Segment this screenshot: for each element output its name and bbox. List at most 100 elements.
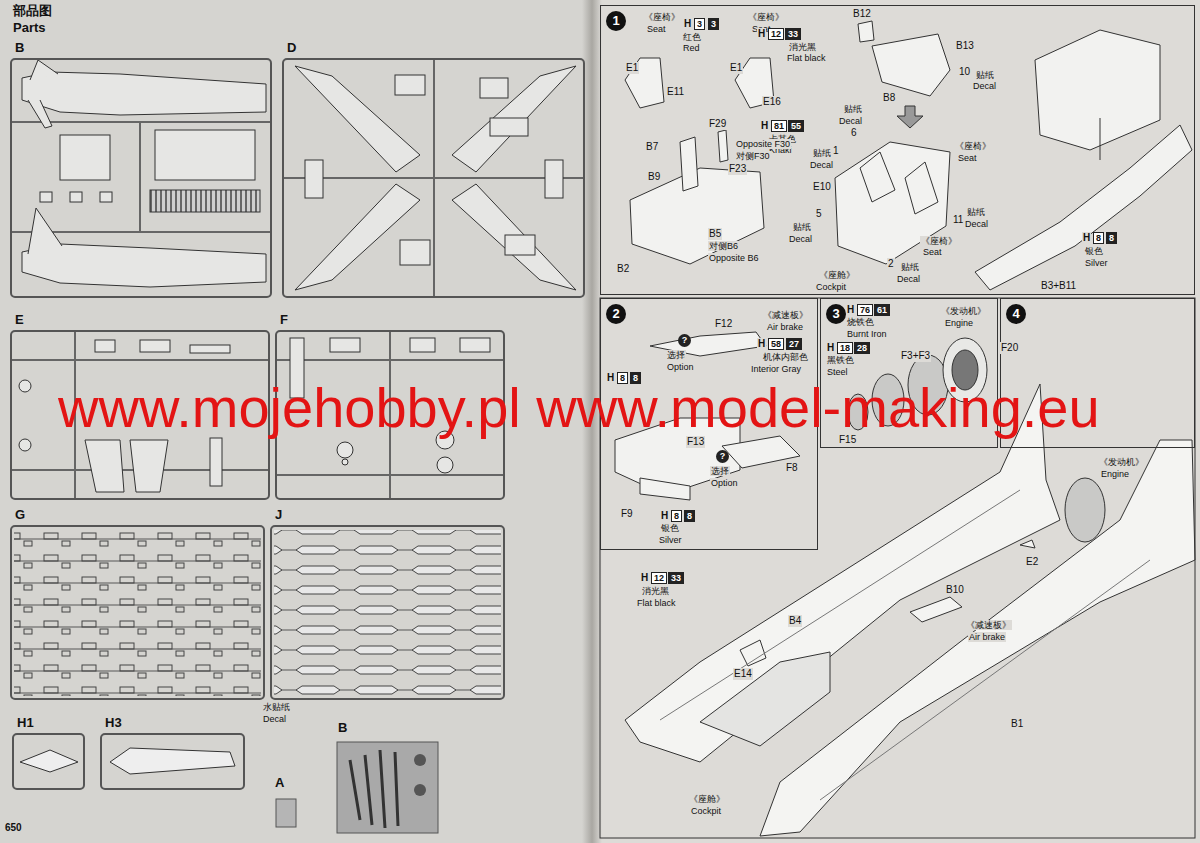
part-caption: Steel <box>826 367 849 377</box>
sprue-e-parts-shape <box>130 440 168 492</box>
sprue-letter: B <box>15 40 24 56</box>
sprue-d-wings-shape <box>295 184 420 290</box>
part-caption: 贴纸 <box>900 262 920 272</box>
part-caption: 《座舱》 <box>818 270 856 280</box>
sprue-b-parts-shape <box>22 244 266 287</box>
sprue-b-parts-shape <box>70 192 82 202</box>
sprue-letter: H3 <box>105 715 122 731</box>
sprue-frame: D <box>282 58 585 298</box>
sprue-g-parts <box>14 530 261 696</box>
part-caption: 贴纸 <box>792 222 812 232</box>
decal-sheets <box>276 742 438 833</box>
step4-fuselage-shape <box>910 597 962 622</box>
paint-code: 8 <box>671 510 682 522</box>
sprue-d-wings-shape <box>305 160 323 198</box>
paint-code-black: 3 <box>708 18 719 30</box>
paint-prefix: H <box>1082 232 1091 244</box>
part-caption: 选择 <box>666 350 686 360</box>
sprue-b-parts-shape <box>28 208 62 254</box>
sprue-e-parts-shape <box>85 440 124 492</box>
sprue-e-parts-shape <box>12 359 268 361</box>
sprue-b-parts-shape <box>60 135 110 180</box>
part-number: F12 <box>714 318 733 330</box>
sprue-b-parts-shape <box>28 100 52 128</box>
part-caption: 《座椅》 <box>643 12 681 22</box>
part-number: B4 <box>788 615 802 627</box>
part-caption: 《减速板》 <box>762 310 809 320</box>
sprue-d-wings-shape <box>545 160 563 198</box>
sprue-letter: G <box>15 507 25 523</box>
sprue-letter: D <box>287 40 296 56</box>
paint-code-black: 33 <box>668 572 684 584</box>
decal-sheets-shape <box>414 754 426 766</box>
part-caption: 烧铁色 <box>846 317 875 327</box>
part-caption: Seat <box>646 24 667 34</box>
part-caption: Decal <box>896 274 921 284</box>
sprue-b-parts-shape <box>40 192 52 202</box>
paint-prefix: H <box>826 342 835 354</box>
step1-seats-cockpit-shape <box>897 106 923 128</box>
part-number: F23 <box>728 163 747 175</box>
paint-code-black: 8 <box>1106 232 1117 244</box>
part-number: E11 <box>666 86 685 98</box>
sprue-frame: G <box>10 525 265 700</box>
sprue-e-parts-shape <box>140 340 170 352</box>
sprue-d-wings-shape <box>490 118 528 136</box>
sprue-b-parts <box>12 60 270 287</box>
sprue-d-wings-shape <box>452 184 576 290</box>
sprue-frame: H1 <box>12 733 85 790</box>
part-number: F8 <box>785 462 799 474</box>
sprue-j-parts-shape <box>274 530 501 696</box>
canopy-parts <box>20 748 235 774</box>
sprue-b-parts-shape <box>139 122 141 232</box>
paint-prefix: H <box>757 338 766 350</box>
part-caption: 贴纸 <box>975 70 995 80</box>
part-number: B1 <box>1010 718 1024 730</box>
part-caption: 《座椅》 <box>747 12 785 22</box>
part-number: E2 <box>1025 556 1039 568</box>
paint-code-black: 28 <box>854 342 870 354</box>
part-caption: 对侧B6 <box>708 241 739 251</box>
paint-code: 58 <box>768 338 784 350</box>
part-number: E16 <box>762 96 782 108</box>
paint-code: 3 <box>694 18 705 30</box>
paint-prefix: 650 <box>4 822 23 834</box>
sprue-f-parts-shape <box>330 338 360 352</box>
decal-sheets-shape <box>276 799 296 827</box>
step4-fuselage-shape <box>660 490 1020 720</box>
paint-code: 8 <box>1093 232 1104 244</box>
part-caption: 《座椅》 <box>920 236 958 246</box>
paint-code: 12 <box>651 572 667 584</box>
part-caption: 对侧F30 <box>735 151 771 161</box>
part-caption: 贴纸 <box>843 104 863 114</box>
step4-fuselage-shape <box>1065 478 1105 542</box>
part-caption: 机体内部色 <box>762 352 809 362</box>
step-number: 1 <box>606 11 626 31</box>
paint-prefix: H <box>760 120 769 132</box>
part-caption: Opposite F30 <box>735 139 791 149</box>
panel-frame <box>600 298 1195 838</box>
sprue-j-parts <box>274 530 501 696</box>
step1-seats-cockpit <box>625 21 1192 290</box>
step4-fuselage-shape <box>1020 540 1035 548</box>
sprue-d-wings <box>284 60 583 296</box>
part-caption: 银色 <box>1084 246 1104 256</box>
part-number: B2 <box>616 263 630 275</box>
watermark: www.mojehobby.pl www.model-making.eu <box>58 380 1100 436</box>
sprue-b-parts-shape <box>30 60 58 80</box>
part-number: E10 <box>812 181 832 193</box>
part-number: F20 <box>1000 342 1019 354</box>
step-number: 3 <box>826 304 846 324</box>
paint-code: 18 <box>837 342 853 354</box>
part-caption: Opposite B6 <box>708 253 760 263</box>
canopy-parts-shape <box>110 748 235 774</box>
part-number: 11 <box>952 214 964 226</box>
part-number: E14 <box>733 668 753 680</box>
part-caption: Engine <box>944 318 974 328</box>
step1-seats-cockpit-shape <box>625 58 664 108</box>
step1-seats-cockpit-shape <box>872 34 950 96</box>
option-mark: ? <box>678 334 691 347</box>
part-caption: 《座舱》 <box>688 794 726 804</box>
sprue-e-parts-shape <box>190 345 230 353</box>
